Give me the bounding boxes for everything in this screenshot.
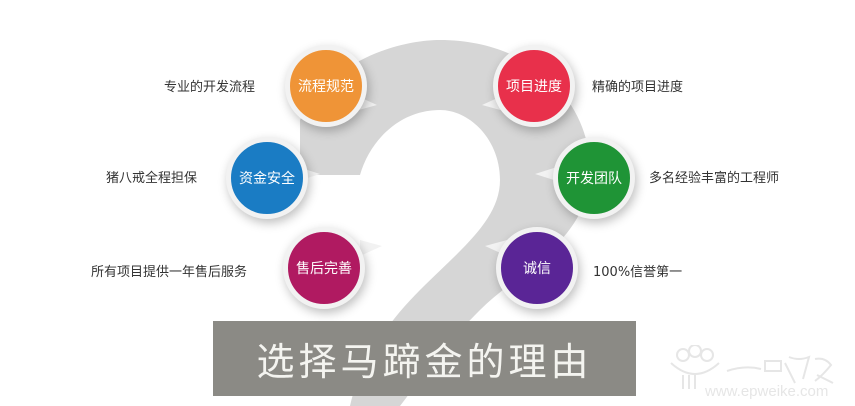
title-banner: 选择马蹄金的理由 xyxy=(213,321,636,396)
bubble-label: 售后完善 xyxy=(296,261,352,277)
bubble-label: 诚信 xyxy=(523,261,551,277)
reason-desc-schedule: 精确的项目进度 xyxy=(592,80,684,95)
bubble-label: 项目进度 xyxy=(506,79,562,95)
bubble-tail xyxy=(535,167,557,181)
reason-desc-integrity: 100%信誉第一 xyxy=(593,265,683,280)
watermark-logo-icon xyxy=(670,345,834,389)
reason-desc-aftersales: 所有项目提供一年售后服务 xyxy=(91,265,248,280)
watermark-url: www.epweike.com xyxy=(705,383,829,400)
bubble-tail xyxy=(360,240,382,256)
reason-bubble-aftersales: 售后完善 xyxy=(283,227,365,309)
reason-bubble-integrity: 诚信 xyxy=(496,227,578,309)
bubble-label: 资金安全 xyxy=(239,171,295,187)
page-title: 选择马蹄金的理由 xyxy=(256,340,593,384)
reason-desc-funds: 猪八戒全程担保 xyxy=(106,171,198,186)
reason-bubble-schedule: 项目进度 xyxy=(493,45,575,127)
reason-desc-process: 专业的开发流程 xyxy=(164,80,256,95)
reason-desc-team: 多名经验丰富的工程师 xyxy=(649,171,780,186)
reason-bubble-team: 开发团队 xyxy=(553,137,635,219)
reason-bubble-process: 流程规范 xyxy=(285,45,367,127)
reason-bubble-funds: 资金安全 xyxy=(226,137,308,219)
bubble-label: 流程规范 xyxy=(298,79,354,95)
bubble-label: 开发团队 xyxy=(566,171,622,187)
